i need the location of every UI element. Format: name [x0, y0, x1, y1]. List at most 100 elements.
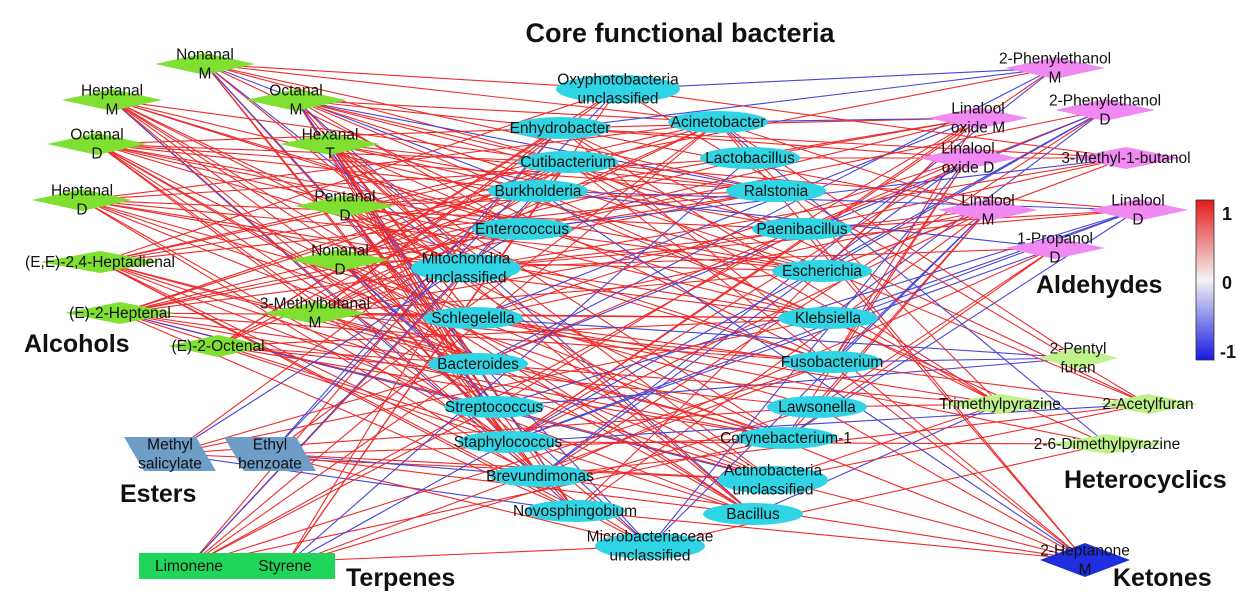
correlation-edge-positive	[507, 117, 979, 443]
node-ralst: Ralstonia	[726, 180, 826, 202]
correlation-edge-positive	[477, 363, 1001, 405]
correlation-edge-positive	[472, 317, 1108, 445]
node-label: unclassified	[733, 482, 814, 499]
node-label: Enterococcus	[475, 221, 569, 238]
correlation-edge-positive	[617, 88, 1127, 159]
node-label: Oxyphotobacteria	[557, 72, 679, 89]
node-shape	[488, 180, 588, 202]
correlation-edge-positive	[507, 157, 969, 443]
node-shape	[295, 195, 395, 217]
correlation-edge-positive	[99, 261, 754, 515]
correlation-edge-positive	[119, 312, 833, 363]
node-schleg: Schlegelella	[423, 307, 523, 329]
node-label: 2-Phenylethanol	[999, 51, 1111, 68]
node-shape	[224, 437, 316, 471]
correlation-edge-positive	[96, 143, 833, 363]
node-shape	[472, 218, 572, 240]
node-lacto: Lactobacillus	[700, 147, 800, 169]
group-label-heterocyclics: Heterocyclics	[1064, 466, 1227, 494]
correlation-edge-positive	[99, 261, 651, 547]
node-label: M	[106, 102, 119, 119]
correlation-edge-positive	[81, 199, 509, 443]
group-label-terpenes: Terpenes	[346, 564, 455, 592]
correlation-edge-positive	[472, 317, 1001, 405]
node-brevund: Brevundimonas	[486, 465, 594, 487]
node-label: Lactobacillus	[705, 150, 795, 167]
node-shape	[263, 302, 367, 324]
node-label: D	[1049, 250, 1060, 267]
group-label-ketones: Ketones	[1113, 564, 1212, 592]
node-label: Microbacteriaceae	[587, 529, 714, 546]
correlation-edge-positive	[314, 228, 803, 314]
correlation-edge-positive	[801, 157, 1127, 230]
node-shape	[918, 147, 1018, 169]
node-label: unclassified	[578, 91, 659, 108]
correlation-edge-negative	[204, 63, 539, 192]
correlation-edge-positive	[314, 127, 561, 314]
node-label: M	[199, 66, 212, 83]
node-label: Escherichia	[782, 263, 862, 280]
correlation-edge-positive	[339, 259, 754, 515]
node-shape	[1038, 347, 1118, 369]
node-shape	[778, 307, 878, 329]
node-shape	[510, 117, 610, 139]
correlation-edge-negative	[507, 403, 1149, 443]
correlation-edge-positive	[649, 443, 1108, 547]
node-heptenal: (E)-2-Heptenal	[65, 302, 175, 324]
node-entero: Enterococcus	[472, 218, 572, 240]
correlation-edge-positive	[99, 261, 576, 512]
correlation-edge-positive	[785, 157, 969, 439]
node-label: Linalool	[951, 101, 1004, 118]
node-shape	[668, 111, 768, 133]
node-shape	[124, 437, 216, 471]
correlation-edge-positive	[801, 109, 1106, 230]
colorbar-mid-label: 0	[1222, 273, 1232, 293]
node-label: Trimethylpyrazine	[939, 396, 1061, 413]
node-label: M	[982, 212, 995, 229]
node-label: T	[325, 146, 335, 163]
node-shape	[525, 500, 625, 522]
correlation-edge-negative	[472, 117, 979, 319]
correlation-edge-positive	[717, 121, 989, 211]
node-klebs: Klebsiella	[778, 307, 878, 329]
correlation-edge-positive	[111, 99, 523, 230]
correlation-edge-negative	[827, 209, 1139, 319]
node-shape	[246, 89, 346, 111]
node-label: Heptanal	[51, 183, 113, 200]
node-paeni: Paenibacillus	[752, 218, 852, 240]
node-label: Burkholderia	[494, 183, 581, 200]
correlation-edge-positive	[477, 157, 969, 365]
correlation-edge-positive	[559, 127, 969, 159]
correlation-edge-positive	[465, 157, 1127, 269]
node-lawson: Lawsonella	[767, 396, 867, 418]
node-shape	[767, 396, 867, 418]
correlation-edge-positive	[169, 317, 829, 455]
correlation-edge-positive	[559, 127, 1086, 561]
node-label: 3-Methylbutanal	[260, 296, 370, 313]
node-shape	[47, 133, 147, 155]
node-fuso: Fusobacterium	[781, 351, 883, 373]
node-label: 2-Pentyl	[1050, 341, 1107, 358]
node-label: M	[309, 315, 322, 332]
node-coryne: Corynebacterium-1	[720, 427, 852, 449]
node-label: 2-Phenylethanol	[1049, 93, 1161, 110]
node-shape	[772, 260, 872, 282]
correlation-edge-positive	[295, 99, 467, 269]
node-label: Linalool	[961, 193, 1014, 210]
correlation-edge-positive	[188, 127, 561, 567]
node-label: Cutibacterium	[520, 154, 616, 171]
correlation-edge-negative	[717, 121, 1108, 445]
node-label: Nonanal	[311, 243, 369, 260]
correlation-edge-positive	[96, 143, 539, 192]
correlation-edge-positive	[472, 157, 969, 319]
node-label: Ethyl	[253, 437, 287, 454]
node-shape	[1098, 394, 1198, 414]
node-shape	[1088, 199, 1188, 221]
